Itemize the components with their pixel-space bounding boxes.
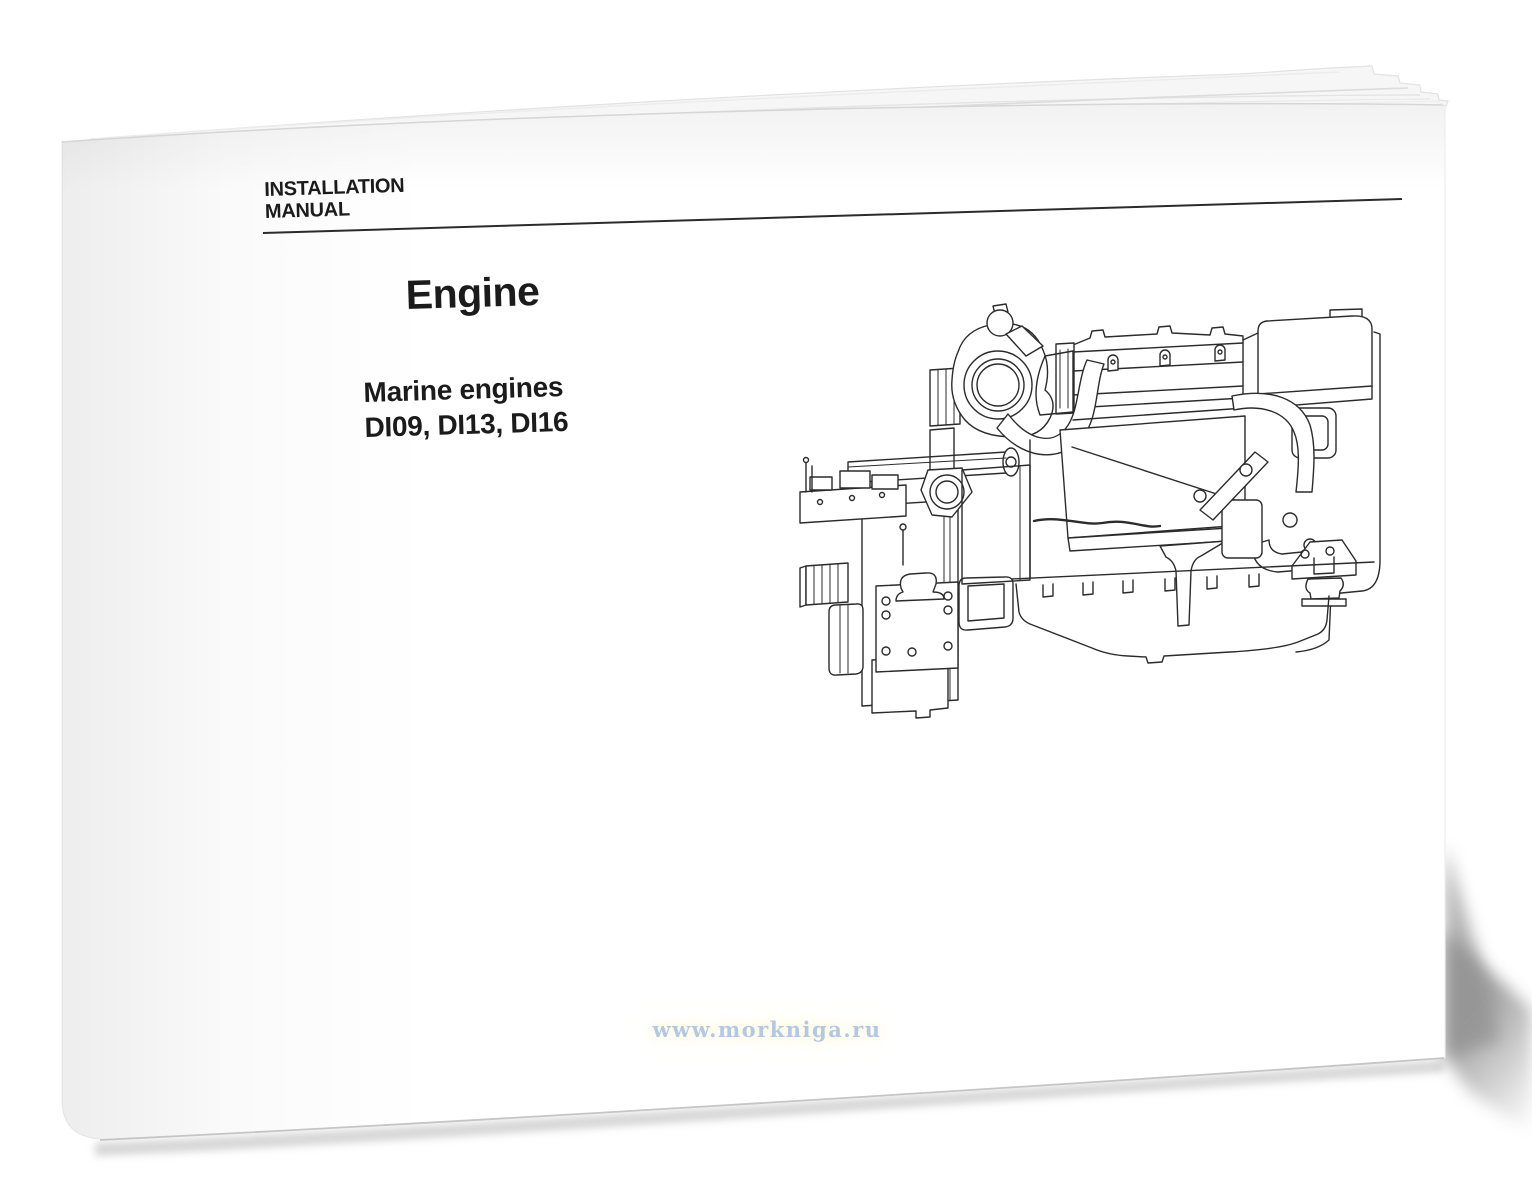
watermark-text: www.morkniga.ru [652, 1017, 882, 1042]
engine-illustration [799, 303, 1381, 719]
cover-rule [262, 198, 1403, 234]
cover-subtitle: Marine engines DI09, DI13, DI16 [363, 371, 569, 443]
drop-shadow-bottom [95, 1060, 1444, 1156]
book-cover-shape [61, 102, 1446, 1141]
page-edge-highlight [1431, 99, 1446, 1058]
drop-shadow-bottom-right [1445, 845, 1532, 1135]
cover-title: Engine [405, 267, 541, 318]
kicker-installation-manual: INSTALLATION MANUAL [264, 174, 405, 223]
